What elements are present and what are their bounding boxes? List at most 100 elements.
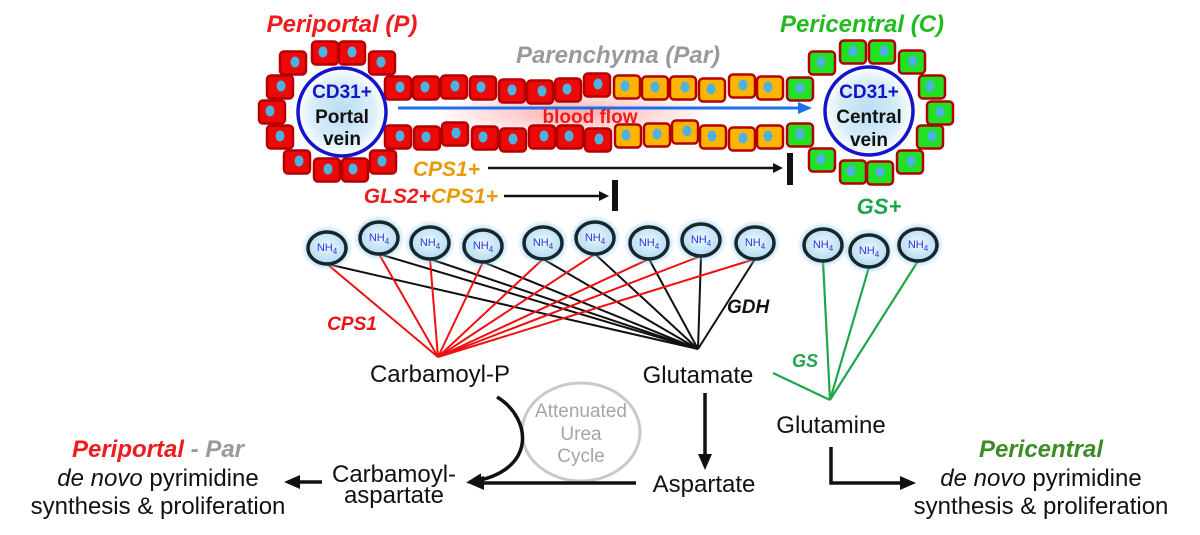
cell-nucleus [593,78,603,90]
hepatocyte-periportal [583,127,613,153]
ammonium-formula: NH [859,245,875,257]
ammonium-formula: NH [585,232,601,244]
cell-nucleus [347,46,357,58]
cell-nucleus [537,85,547,97]
hepatocyte-parenchyma [642,122,672,148]
cell-nucleus [539,130,549,142]
ammonium-ring [358,220,400,256]
hepatocyte-pericentral [865,160,895,186]
hepatocyte-periportal [337,40,367,66]
ammonium-gs: NH4 [797,222,849,268]
ammonium-ring [628,225,670,261]
ammonium-formula: NH [813,239,829,251]
ammonium-label: NH4 [908,239,929,253]
ammonium-label: NH4 [369,232,390,246]
ammonium-subscript: 4 [707,239,712,248]
outcome-italic: de novo [940,465,1025,492]
gs-reaction-line [828,266,871,401]
hepatocyte-parenchyma [668,75,698,101]
cps1-reaction-line [378,253,439,358]
cell-nucleus [348,163,358,175]
cps1-reaction-line [326,263,439,358]
hepatocyte-periportal [440,121,470,147]
cell-nucleus [706,83,716,95]
cell-nucleus [294,155,304,167]
ammonium-formula: NH [691,234,707,246]
gdh-reaction-line [697,258,756,350]
gs-enzyme-label: GS [792,351,818,371]
hepatocyte-periportal [468,75,498,101]
periportal-outcome-heading: Periportal - Par [72,436,246,463]
portal-vein-name-line1: Portal [315,107,369,128]
cell-nucleus [763,130,773,142]
periportal-outcome-line2: de novo pyrimidine [57,465,258,492]
hepatocyte-pericentral [895,149,925,175]
ammonium-formula: NH [533,237,549,249]
hepatocyte-parenchyma [612,74,642,100]
ammonium-main: NH4 [301,225,353,271]
ammonium-subscript: 4 [829,244,834,253]
glutamine-label: Glutamine [776,412,885,439]
ammonium-ring [734,225,776,261]
gdh-reaction-line [378,253,699,350]
hepatocyte-periportal [282,149,312,175]
hepatocyte-pericentral [838,39,868,65]
cell-nucleus [935,106,945,118]
cell-nucleus [875,166,885,178]
hepatocyte-pericentral [807,50,837,76]
cell-nucleus [908,55,918,67]
hepatocyte-periportal [368,149,398,175]
gdh-reaction-line [482,261,699,350]
hepatocyte-periportal [278,50,308,76]
periportal-outcome-line3: synthesis & proliferation [31,493,286,520]
ammonium-main: NH4 [517,220,569,266]
ammonium-subscript: 4 [761,242,766,251]
ammonium-ring [409,225,451,261]
cell-nucleus [420,81,430,93]
parenchyma-zone-label: Parenchyma (Par) [516,42,720,69]
gs-reaction-line [821,260,832,401]
cell-nucleus [927,130,937,142]
hepatocyte-pericentral [867,39,897,65]
cell-nucleus [421,131,431,143]
aspartate-label: Aspartate [653,471,756,498]
hepatocyte-periportal [553,77,583,103]
hepatocyte-pericentral [807,147,837,173]
portal-vein-lumen [296,66,388,158]
cell-nucleus [925,80,935,92]
cell-nucleus [275,130,285,142]
ammonium-ring [574,220,616,256]
ammonium-main: NH4 [675,217,727,263]
ammonium-formula: NH [639,237,655,249]
central-vein-name-line2: vein [850,130,888,151]
hepatocyte-periportal [265,124,295,150]
carbamoyl-p-label: Carbamoyl-P [370,361,510,388]
hepatocyte-parenchyma [698,124,728,150]
cell-nucleus [451,127,461,139]
ammonium-formula: NH [473,240,489,252]
ammonium-label: NH4 [859,245,880,259]
carbamoyl-aspartate-label-line1: Carbamoyl- [332,461,456,488]
ammonium-label: NH4 [813,239,834,253]
hepatocyte-parenchyma [697,77,727,103]
cell-nucleus [763,81,773,93]
cps1-reaction-line [437,255,702,358]
cell-nucleus [376,56,386,68]
glutamate-to-glutamine-line [772,372,831,401]
cell-nucleus [621,129,631,141]
cell-nucleus [562,83,572,95]
ammonium-formula: NH [317,242,333,254]
portal-vein: CD31+ Portal vein [296,66,388,158]
glutamine-to-pyrimidine-arrow [829,447,916,490]
cell-nucleus [620,80,630,92]
pericentral-zone-label: Pericentral (C) [780,11,944,38]
hepatocyte-periportal [497,78,527,104]
cell-nucleus [478,131,488,143]
cell-nucleus [323,163,333,175]
gdh-reaction-line [326,263,699,350]
cps1-reaction-line [437,253,596,358]
ammonium-gs: NH4 [843,228,895,274]
ammonium-label: NH4 [420,237,441,251]
outcome-rest: pyrimidine [143,465,259,492]
